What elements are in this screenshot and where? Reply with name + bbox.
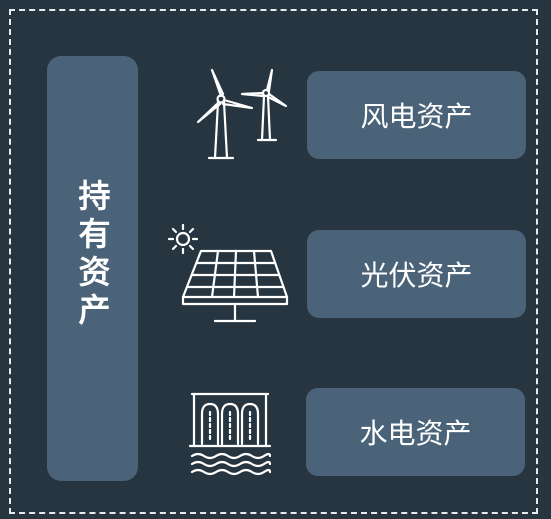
hydro-asset-label: 水电资产 xyxy=(359,417,472,450)
solar-panel-icon xyxy=(163,221,293,325)
sun-icon xyxy=(167,223,199,255)
wind-asset-label: 风电资产 xyxy=(360,100,473,133)
wind-asset-box: 风电资产 xyxy=(307,71,526,159)
hydro-asset-box: 水电资产 xyxy=(306,388,525,476)
holdings-group-label: 持有资产 xyxy=(73,178,112,331)
solar-asset-box: 光伏资产 xyxy=(307,230,526,318)
holdings-group-box: 持有资产 xyxy=(47,56,138,481)
hydro-dam-icon xyxy=(186,390,274,476)
solar-asset-label: 光伏资产 xyxy=(360,259,473,292)
dashed-border xyxy=(9,9,538,514)
wind-turbine-icon xyxy=(190,66,290,162)
